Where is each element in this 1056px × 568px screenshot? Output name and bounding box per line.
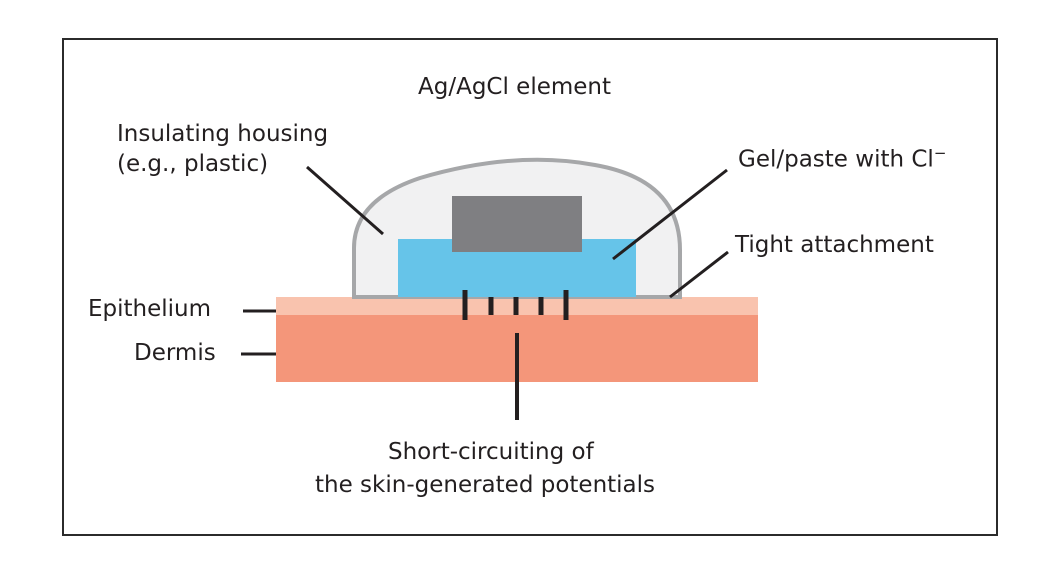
attachment-leader-line — [669, 250, 729, 299]
housing-leader-line — [306, 165, 384, 236]
element-label: Ag/AgCl element — [418, 74, 612, 100]
short-circuit-label-line2: the skin-generated potentials — [315, 472, 656, 498]
housing-label-line2: (e.g., plastic) — [117, 151, 269, 177]
housing-label-line1: Insulating housing — [117, 121, 329, 147]
gel-leader-line — [612, 168, 728, 261]
short-circuit-label-line1: Short-circuiting of — [388, 439, 594, 465]
epithelium-label: Epithelium — [88, 296, 212, 322]
agagcl-element — [452, 196, 582, 252]
chloride-charge: − — [933, 144, 947, 162]
figure-frame — [62, 38, 998, 536]
attachment-label: Tight attachment — [735, 232, 934, 258]
gel-label-text: Gel/paste with Cl — [738, 146, 934, 173]
short-circuit-marks — [462, 290, 569, 320]
gel-label: Gel/paste with Cl− — [738, 138, 946, 175]
dermis-label: Dermis — [134, 340, 216, 366]
